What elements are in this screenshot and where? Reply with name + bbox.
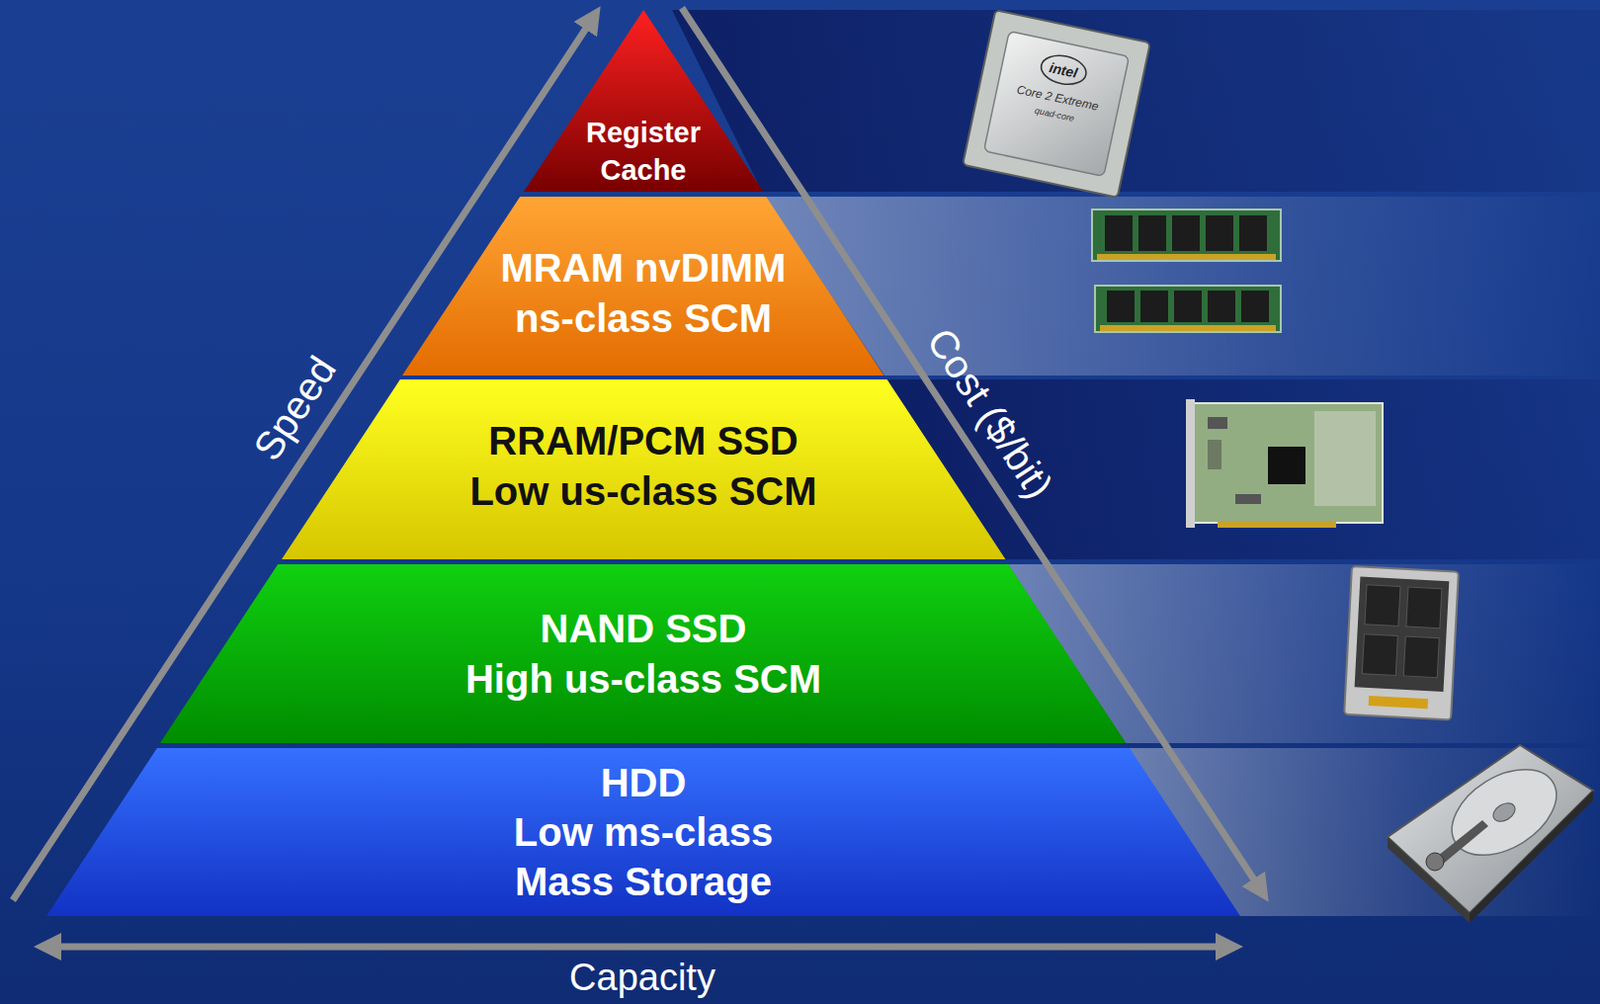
band-shape xyxy=(160,564,1126,744)
row-strip xyxy=(764,196,1600,376)
chip-marking: intel xyxy=(1047,59,1079,82)
ssd-illustration xyxy=(1344,566,1459,720)
band-text-block: HDDLow ms-classMass Storage xyxy=(46,748,1241,917)
dimm-illustration xyxy=(1092,209,1281,333)
pyramid-band: RegisterCache xyxy=(523,9,763,192)
band-label: MRAM nvDIMM xyxy=(501,243,787,294)
pyramid-band: NAND SSDHigh us-class SCM xyxy=(160,564,1126,744)
band-fill xyxy=(46,748,1241,917)
band-fill xyxy=(523,9,763,192)
band-text-block: NAND SSDHigh us-class SCM xyxy=(160,564,1126,744)
pyramid-band: HDDLow ms-classMass Storage xyxy=(46,748,1241,917)
hdd-illustration xyxy=(1387,745,1594,924)
band-text-block: MRAM nvDIMMns-class SCM xyxy=(402,196,884,376)
band-fill xyxy=(281,379,1006,560)
band-label: ns-class SCM xyxy=(514,293,772,344)
cpu-illustration xyxy=(962,9,1151,198)
band-fill xyxy=(402,196,884,376)
band-label: Cache xyxy=(599,151,686,189)
band-label: Low ms-class xyxy=(513,807,773,857)
band-label: Mass Storage xyxy=(514,856,772,907)
band-text-block: RegisterCache xyxy=(523,9,763,192)
band-text-block: RRAM/PCM SSDLow us-class SCM xyxy=(281,379,1006,560)
band-label: RRAM/PCM SSD xyxy=(488,416,798,467)
axis-label: Capacity xyxy=(569,956,716,1001)
band-label: NAND SSD xyxy=(540,603,748,655)
pyramid-band: MRAM nvDIMMns-class SCM xyxy=(402,196,884,376)
pcie-card-illustration xyxy=(1185,399,1383,528)
band-label: Low us-class SCM xyxy=(469,466,817,517)
band-fill xyxy=(160,564,1126,744)
pyramid-band: RRAM/PCM SSDLow us-class SCM xyxy=(281,379,1006,560)
band-label: High us-class SCM xyxy=(465,654,822,705)
band-label: HDD xyxy=(600,757,687,808)
band-label: Register xyxy=(586,113,701,152)
axis-label: Speed xyxy=(244,347,345,469)
capacity-arrow xyxy=(47,943,1230,951)
